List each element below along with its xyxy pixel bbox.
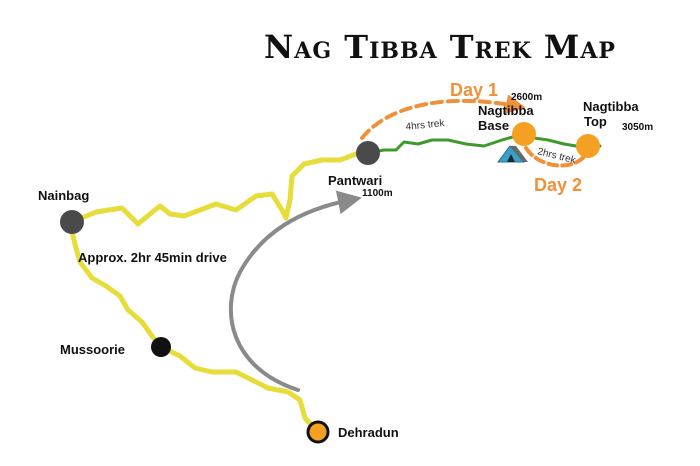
- trek-trail: [366, 132, 602, 155]
- label-day1: Day 1: [450, 80, 498, 100]
- elevation-base: 2600m: [511, 92, 542, 103]
- day1-trek-arrow: [360, 94, 526, 140]
- label-day2: Day 2: [534, 175, 582, 195]
- node-nainbag: [60, 210, 84, 234]
- label-pantwari: Pantwari: [328, 173, 382, 188]
- node-nagtibba-top: [576, 134, 600, 158]
- node-mussoorie: [151, 337, 171, 357]
- label-base-line1: Nagtibba: [478, 103, 534, 118]
- label-top-line2: Top: [584, 114, 607, 129]
- label-mussoorie: Mussoorie: [60, 342, 125, 357]
- note-4hrs-trek: 4hrs trek: [405, 118, 446, 133]
- label-top-line1: Nagtibba: [583, 99, 639, 114]
- node-nagtibba-base: [512, 122, 536, 146]
- label-base-line2: Base: [478, 118, 509, 133]
- drive-duration-note: Approx. 2hr 45min drive: [78, 250, 227, 265]
- elevation-top: 3050m: [622, 122, 653, 133]
- drive-arrow: [228, 190, 362, 392]
- node-pantwari: [356, 141, 380, 165]
- map-title: Nag Tibba Trek Map: [264, 28, 616, 66]
- elevation-pantwari: 1100m: [362, 188, 393, 199]
- road-route: [69, 150, 371, 435]
- node-dehradun: [306, 420, 330, 444]
- tent-icon: [497, 145, 528, 163]
- label-dehradun: Dehradun: [338, 425, 399, 440]
- day2-trek-arrow: [524, 146, 590, 168]
- label-nainbag: Nainbag: [38, 188, 89, 203]
